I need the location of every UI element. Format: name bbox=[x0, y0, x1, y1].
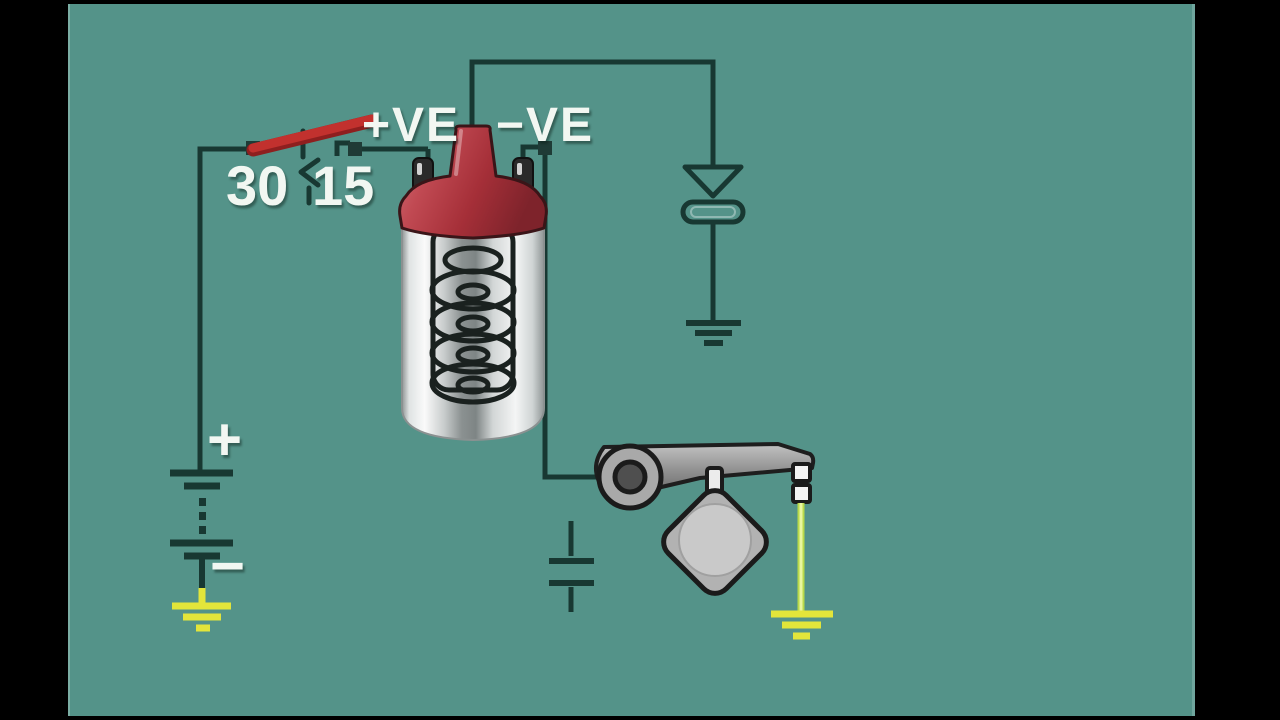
label-coil-positive: +VE bbox=[362, 99, 460, 152]
condenser-icon bbox=[549, 521, 594, 612]
terminal-neg-bracket bbox=[520, 144, 540, 159]
spark-plug-arrow-icon bbox=[682, 164, 744, 199]
coil-cap bbox=[398, 124, 548, 240]
breaker-pivot-inner bbox=[612, 459, 648, 495]
battery bbox=[170, 469, 233, 632]
red-feed-wire bbox=[246, 114, 379, 157]
coil-negative-wire bbox=[542, 152, 599, 480]
contact-breaker bbox=[594, 442, 833, 640]
battery-cell-dots bbox=[199, 498, 206, 534]
distributor-cam-icon bbox=[661, 488, 769, 596]
coil-tower-highlight bbox=[454, 129, 463, 176]
earth-ground-points-icon bbox=[771, 610, 833, 640]
video-canvas bbox=[68, 4, 1195, 716]
earth-ground-battery-icon bbox=[172, 588, 231, 632]
breaker-points-icon bbox=[791, 462, 812, 504]
earth-ground-spark-plug-icon bbox=[686, 320, 741, 346]
ht-lead-wire bbox=[469, 59, 716, 165]
label-terminal-30: 30 bbox=[226, 154, 288, 217]
spark-plug-gap bbox=[680, 164, 746, 346]
battery-feed-wire bbox=[197, 146, 250, 470]
spark-plug-electrode-highlight bbox=[690, 206, 736, 218]
label-terminal-15: 15 bbox=[312, 154, 374, 217]
label-coil-negative: −VE bbox=[496, 99, 594, 152]
terminal15-bracket bbox=[334, 140, 350, 156]
diagram-labels: +VE −VE 30 15 + − bbox=[207, 99, 594, 599]
terminal-15-post bbox=[348, 142, 362, 156]
terminal-neg-post bbox=[538, 141, 552, 155]
label-battery-negative: − bbox=[210, 532, 245, 599]
label-battery-positive: + bbox=[207, 406, 242, 473]
coil-winding-drawing bbox=[429, 223, 517, 405]
ignition-coil-icon bbox=[398, 124, 548, 442]
